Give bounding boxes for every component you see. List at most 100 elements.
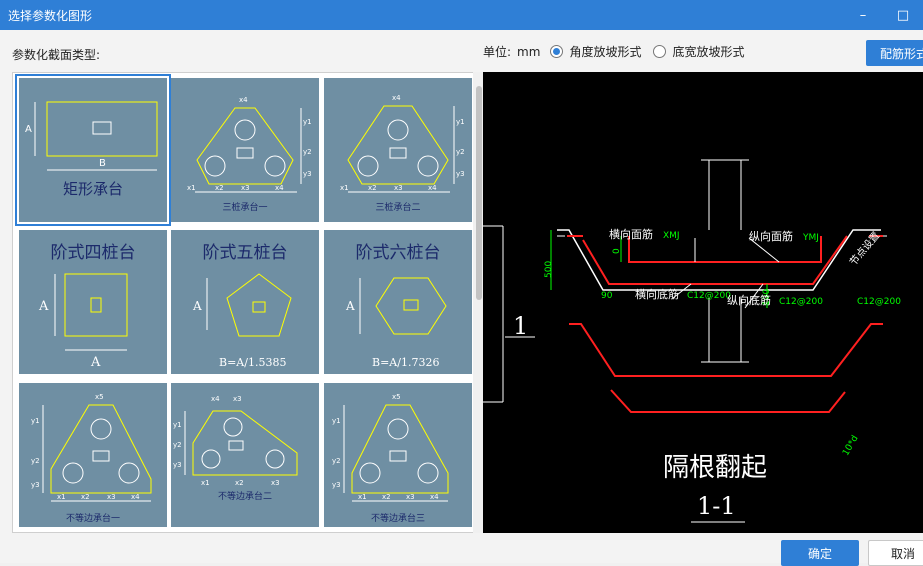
- preview-panel: 1 500 0 10: [483, 72, 923, 533]
- bottom-bar-y-label: 纵向底筋: [727, 293, 771, 307]
- radio-angle-slope-label[interactable]: 角度放坡形式: [569, 45, 642, 59]
- dim-label: x1: [201, 479, 210, 487]
- dim-label: x2: [215, 184, 224, 192]
- dim-label: x2: [235, 479, 244, 487]
- dim-label: x1: [57, 493, 66, 501]
- thumb-title: 阶式四桩台: [50, 243, 136, 263]
- dim-label: x4: [275, 184, 284, 192]
- dim-label: x4: [430, 493, 439, 501]
- dim-label: y1: [456, 118, 465, 126]
- dim-label: y2: [456, 148, 465, 156]
- dim-label: y3: [332, 481, 341, 489]
- dim-label: x3: [233, 395, 242, 403]
- dim-a: A: [345, 299, 355, 313]
- thumb-title: 阶式五桩台: [202, 243, 288, 263]
- dim-label: y2: [303, 148, 312, 156]
- section-drawing: 1 500 0 10: [483, 159, 901, 523]
- dim-a: A: [38, 299, 49, 314]
- window-title: 选择参数化图形: [8, 8, 93, 23]
- dim-label: y2: [332, 457, 341, 465]
- minimize-button[interactable]: –: [859, 7, 867, 23]
- unequal-cap-3-drawing: x5 y1 y2 y3 x1 x2 x3 x4: [332, 393, 449, 502]
- dim-a: A: [90, 355, 101, 370]
- dim-100: 100: [762, 289, 772, 306]
- thumb-unequal-cap-3[interactable]: x5 y1 y2 y3 x1 x2 x3 x4 不等边承台三: [324, 383, 472, 527]
- step-four-pile-drawing: A A: [38, 273, 128, 370]
- thumb-title: 阶式六桩台: [355, 243, 441, 263]
- rebar-form-button[interactable]: 配筋形式: [866, 40, 923, 66]
- radio-bottom-width-slope[interactable]: [653, 45, 667, 58]
- thumb-step-four-pile[interactable]: 阶式四桩台 A A: [19, 230, 167, 374]
- dim-label: y2: [31, 457, 40, 465]
- dim-label: x2: [382, 493, 391, 501]
- unit-group: 单位: mm 角度放坡形式 底宽放坡形式: [483, 43, 744, 60]
- thumb-three-pile-cap-1[interactable]: x4 y1 y2 y3 x1 x2 x3 x4 三桩承台一: [171, 78, 319, 222]
- step-five-pile-drawing: A B=A/1.5385: [192, 273, 292, 369]
- grid-scrollbar[interactable]: [473, 72, 483, 533]
- dim-label: y1: [31, 417, 40, 425]
- dim-label: y3: [173, 461, 182, 469]
- dim-label: x3: [406, 493, 415, 501]
- three-pile-cap-1-drawing: x4 y1 y2 y3 x1 x2 x3 x4: [187, 96, 312, 193]
- dim-label: y3: [456, 170, 465, 178]
- dim-label: x2: [81, 493, 90, 501]
- section-mark: 1: [513, 312, 528, 340]
- dim-label: x3: [271, 479, 280, 487]
- top-bar-x-label: 横向面筋: [609, 227, 653, 241]
- dim-label: x1: [340, 184, 349, 192]
- dim-label: y3: [31, 481, 40, 489]
- dim-label: y3: [303, 170, 312, 178]
- dim-label: x4: [131, 493, 140, 501]
- thumb-step-six-pile[interactable]: 阶式六桩台 A B=A/1.7326: [324, 230, 472, 374]
- dim-label: x2: [368, 184, 377, 192]
- dim-label: x4: [428, 184, 437, 192]
- thumb-unequal-cap-1[interactable]: x5 y1 y2 y3 x1 x2 x3 x4 不等边承台一: [19, 383, 167, 527]
- thumb-three-pile-cap-2[interactable]: x4 y1 y2 y3 x1 x2 x3 x4 三桩承台二: [324, 78, 472, 222]
- top-bar-x-code: XMJ: [663, 231, 680, 241]
- radio-bottom-width-slope-label[interactable]: 底宽放坡形式: [672, 45, 745, 59]
- rect-cap-drawing: A B: [25, 101, 158, 171]
- dim-b: B=A/1.5385: [219, 356, 286, 369]
- bottom-bar-x-label: 横向底筋: [635, 287, 679, 301]
- bottom-bar-x-spec: C12@200: [687, 291, 731, 301]
- dialog-body: 参数化截面类型: 单位: mm 角度放坡形式 底宽放坡形式 配筋形式 A B 矩…: [0, 30, 923, 566]
- dim-label: x4: [211, 395, 220, 403]
- dim-label: y1: [303, 118, 312, 126]
- top-bar-y-label: 纵向面筋: [749, 229, 793, 243]
- dim-label: x3: [107, 493, 116, 501]
- thumb-title: 三桩承台二: [375, 203, 421, 213]
- dim-b: B=A/1.7326: [372, 356, 439, 369]
- dim-a: A: [25, 124, 32, 135]
- side-bar-spec: C12@200: [857, 297, 901, 307]
- dim-label: x3: [241, 184, 250, 192]
- unequal-cap-1-drawing: x5 y1 y2 y3 x1 x2 x3 x4: [31, 393, 152, 502]
- radio-angle-slope[interactable]: [550, 45, 564, 58]
- ok-button[interactable]: 确定: [781, 540, 859, 566]
- dim-label: x1: [358, 493, 367, 501]
- dim-label: y2: [173, 441, 182, 449]
- dim-label: x4: [392, 94, 401, 102]
- title-bar: 选择参数化图形 – □: [0, 0, 923, 30]
- dim-500: 500: [544, 261, 554, 278]
- thumb-title: 矩形承台: [62, 180, 123, 198]
- grid-scrollbar-thumb[interactable]: [476, 86, 482, 300]
- unit-value: mm: [517, 44, 541, 59]
- dim-0: 0: [612, 248, 622, 254]
- caption: 隔根翻起: [663, 453, 767, 483]
- thumb-title: 不等边承台三: [370, 514, 425, 524]
- dim-label: y1: [332, 417, 341, 425]
- thumb-step-five-pile[interactable]: 阶式五桩台 A B=A/1.5385: [171, 230, 319, 374]
- dim-b: B: [99, 158, 106, 169]
- thumb-title: 不等边承台一: [65, 514, 120, 524]
- dim-label: x1: [187, 184, 196, 192]
- bottom-bar-y-spec: C12@200: [779, 297, 823, 307]
- section-type-label: 参数化截面类型:: [12, 48, 101, 62]
- thumb-title: 三桩承台一: [222, 203, 268, 213]
- maximize-button[interactable]: □: [896, 7, 910, 23]
- unequal-cap-2-drawing: x4 x3 y1 y2 y3 x1 x2 x3: [173, 395, 298, 487]
- cancel-button[interactable]: 取消: [868, 540, 923, 566]
- thumb-rect-cap[interactable]: A B 矩形承台: [15, 74, 171, 226]
- thumb-unequal-cap-2[interactable]: x4 x3 y1 y2 y3 x1 x2 x3 不等边承台二: [171, 383, 319, 527]
- section-id: 1-1: [697, 492, 736, 520]
- step-six-pile-drawing: A B=A/1.7326: [345, 277, 447, 369]
